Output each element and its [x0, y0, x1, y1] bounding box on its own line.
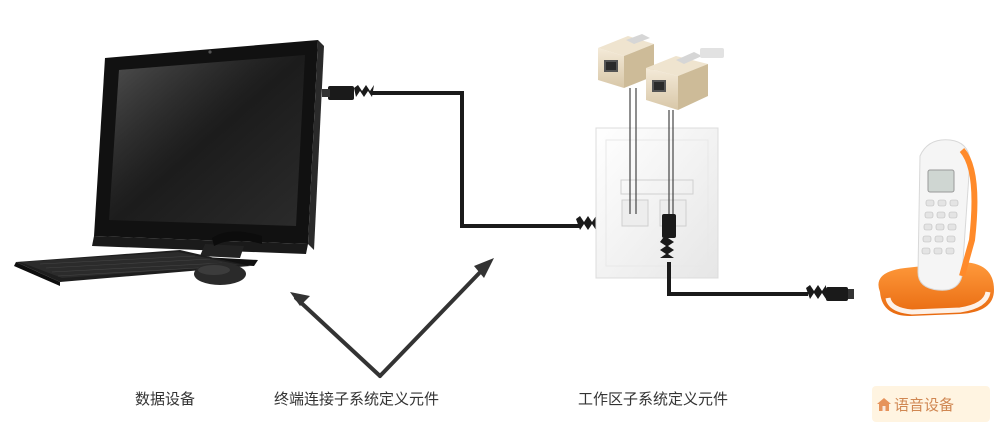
cordless-phone-icon: [878, 140, 994, 316]
keystone-jack-icon: [646, 48, 724, 110]
terminal-subsystem-label: 终端连接子系统定义元件: [274, 388, 439, 409]
computer-monitor-icon: [92, 40, 324, 266]
data-device-label: 数据设备: [135, 388, 195, 409]
watermark-badge: 语音设备: [872, 386, 990, 422]
watermark-text: 语音设备: [894, 394, 954, 415]
wall-outlet-plate: [596, 128, 718, 278]
arrowhead-left-icon: [290, 292, 310, 306]
house-logo-icon: [876, 396, 892, 412]
work-area-subsystem-label: 工作区子系统定义元件: [578, 388, 728, 409]
keystone-jack-icon: [598, 34, 654, 88]
cable-computer-to-outlet: [372, 93, 580, 226]
rj45-plug-icon: [806, 285, 854, 301]
pointer-arrows: [296, 264, 488, 376]
mouse-icon: [194, 263, 246, 285]
rj45-plug-icon: [322, 85, 374, 100]
